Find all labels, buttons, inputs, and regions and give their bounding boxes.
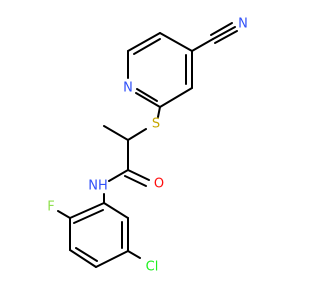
bond-ring-chlorine <box>127 250 141 259</box>
bond-carbonyl-o-1 <box>127 169 150 181</box>
bond-sulfur-ch <box>127 128 147 141</box>
bond-pyridine-c2-c3 <box>127 32 161 52</box>
bond-benzene-a-b-inner <box>73 209 104 224</box>
atom-sulfur: S <box>152 117 160 132</box>
bond-c4-nitrile-c <box>191 38 214 52</box>
bond-benzene-f-a <box>103 202 129 219</box>
molecule-structure: N N S NH O F Cl <box>47 17 248 275</box>
structure-canvas: N N S NH O F Cl <box>47 16 248 275</box>
bond-carbonyl-o-2 <box>124 175 147 187</box>
bond-ch-methyl <box>103 125 129 141</box>
bond-pyridine-c2-c3-inner <box>133 38 161 55</box>
atom-amide-nh: NH <box>88 179 108 194</box>
bond-nitrile-triple-2 <box>210 22 233 36</box>
bond-pyridine-c3-c4 <box>159 32 193 52</box>
bond-nitrile-triple-3 <box>214 30 238 44</box>
bond-pyridine-c6-n1-inner <box>136 88 158 102</box>
atom-labels: N N S NH O F Cl <box>47 17 248 275</box>
bond-nitrile-triple-1 <box>212 26 236 40</box>
bond-ring-fluorine <box>57 210 71 219</box>
atom-pyridine-n: N <box>123 81 133 96</box>
bond-benzene-c-d <box>69 249 97 268</box>
atom-nitrile-n: N <box>238 17 248 32</box>
atom-chlorine: Cl <box>146 260 159 275</box>
atom-carbonyl-o: O <box>154 177 164 192</box>
bond-carbonyl-nh <box>108 169 129 182</box>
bonds <box>57 22 238 268</box>
bond-benzene-d-e <box>95 250 129 268</box>
bond-benzene-c-d-inner <box>75 247 98 262</box>
bond-c6-sulfur <box>157 106 161 118</box>
bond-benzene-a-b <box>69 202 105 219</box>
bond-pyridine-c6-n1 <box>135 92 161 108</box>
atom-fluorine: F <box>47 200 54 215</box>
bond-pyridine-c5-c6 <box>159 87 193 108</box>
